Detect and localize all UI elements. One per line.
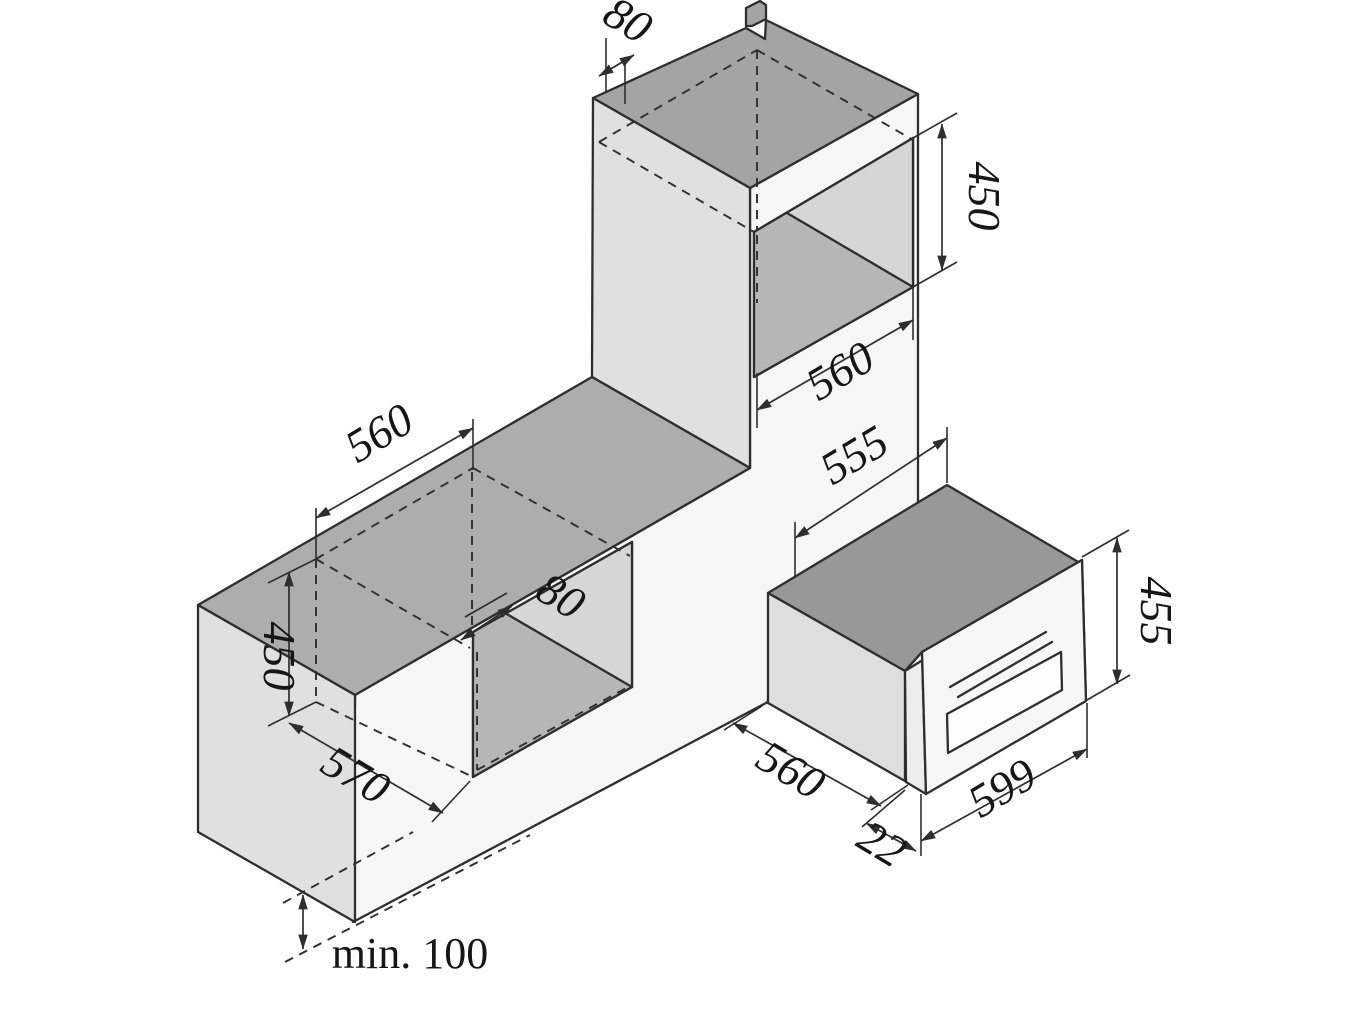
dimension-line-appliance-width bbox=[920, 748, 1088, 842]
extension-line bbox=[723, 705, 763, 731]
dimension-label-door-thickness: 22 bbox=[849, 810, 915, 877]
extension-line bbox=[1086, 674, 1131, 701]
extension-line bbox=[1081, 529, 1130, 558]
appliance bbox=[766, 483, 1088, 796]
lower-niche-inner-edge bbox=[503, 611, 634, 689]
hidden-edge bbox=[472, 467, 631, 557]
extension-line bbox=[912, 261, 958, 288]
back-panel-top-sliver bbox=[744, 0, 768, 28]
hidden-edge bbox=[756, 49, 914, 141]
door-handle-line bbox=[956, 640, 1054, 699]
floor-reference-line bbox=[282, 831, 414, 904]
dimension-line-appliance-depth bbox=[732, 722, 882, 807]
extension-line bbox=[912, 112, 958, 139]
extension-line bbox=[861, 789, 906, 828]
hidden-edge bbox=[598, 49, 758, 143]
dimension-label-lower-depth-top: 560 bbox=[336, 393, 421, 472]
hidden-edge bbox=[598, 141, 755, 233]
floor-reference-line bbox=[284, 834, 531, 963]
dimension-label-top-gap: 80 bbox=[595, 0, 661, 53]
lower-cabinet-side-face bbox=[196, 603, 357, 924]
door-window bbox=[945, 650, 1064, 755]
door-handle-line bbox=[948, 630, 1048, 689]
upper-niche-back-wall bbox=[787, 138, 913, 287]
dimension-line-top-gap bbox=[598, 54, 635, 77]
dimension-label-floor-clearance: min. 100 bbox=[332, 929, 488, 978]
lower-niche-floor bbox=[473, 613, 632, 777]
dimensions: 80 450 560 555 560 450 570 80 bbox=[254, 0, 1182, 978]
dimension-line-door-thickness bbox=[865, 822, 917, 852]
extension-line bbox=[870, 784, 909, 811]
dimension-label-lower-height: 450 bbox=[254, 622, 305, 691]
lower-niche-back-wall bbox=[505, 542, 632, 687]
dimension-label-appliance-height: 455 bbox=[1131, 577, 1182, 646]
extension-line bbox=[431, 780, 471, 823]
dimension-line-lower-depth-bottom bbox=[288, 722, 444, 814]
dimension-line-lower-depth-top bbox=[315, 427, 474, 519]
dimension-label-upper-height: 450 bbox=[959, 162, 1010, 231]
dimension-line-niche-width bbox=[794, 437, 948, 539]
hidden-edge bbox=[315, 558, 471, 649]
dimension-label-appliance-depth: 560 bbox=[748, 730, 833, 809]
extension-line bbox=[267, 558, 317, 584]
dimension-line-lower-gap bbox=[460, 605, 513, 641]
upper-niche-inner-edge bbox=[785, 211, 915, 289]
dimension-line-upper-depth bbox=[756, 319, 914, 411]
hidden-edge bbox=[476, 686, 629, 771]
